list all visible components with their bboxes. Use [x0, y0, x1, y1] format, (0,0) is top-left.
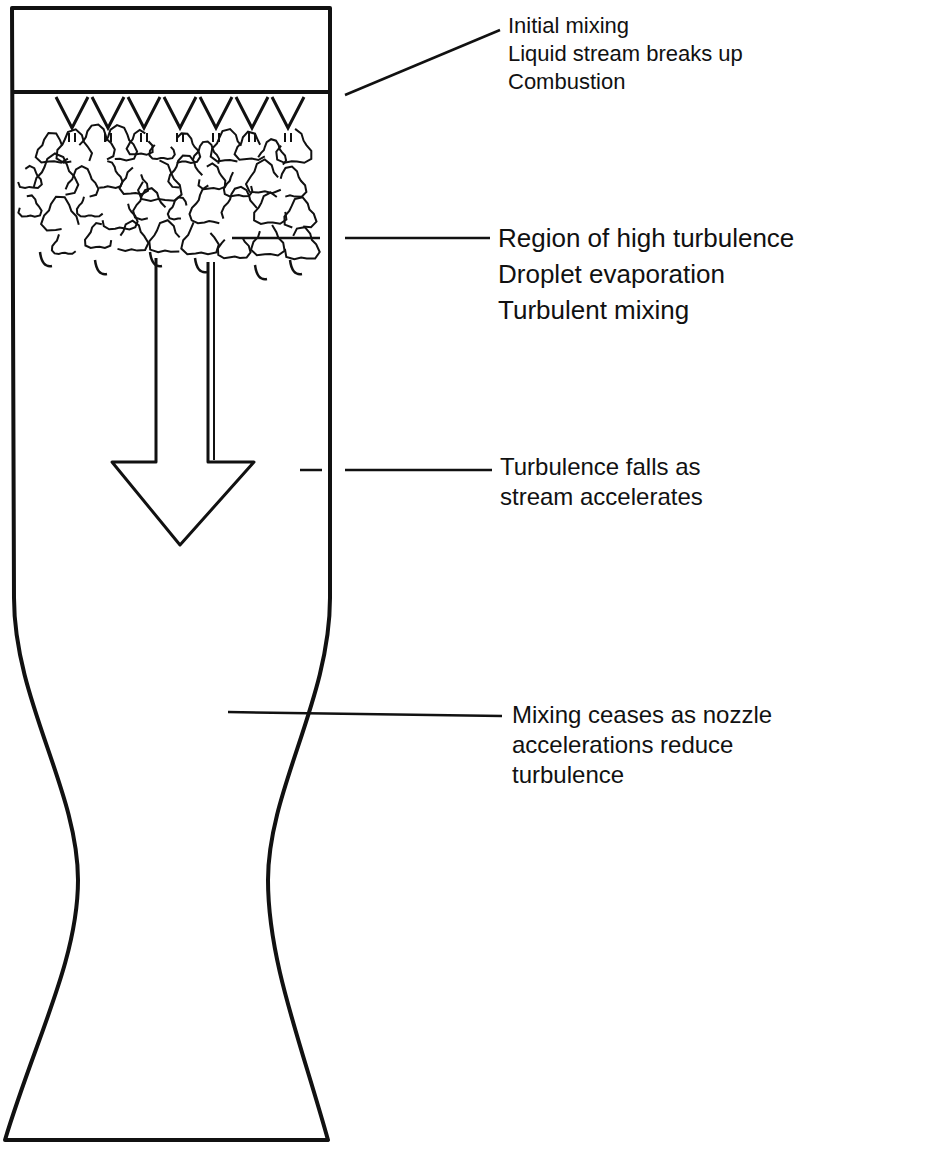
turbulence-curl	[199, 164, 226, 190]
liquid-stream	[146, 133, 148, 142]
turbulence-curl	[120, 167, 149, 194]
liquid-stream	[284, 133, 286, 142]
callout-text: Turbulent mixing	[498, 294, 946, 327]
injector-face	[12, 90, 330, 94]
turbulence-curl	[18, 195, 41, 216]
callout-text: Region of high turbulence	[498, 222, 946, 255]
turbulence-curl	[103, 204, 138, 230]
injector-element	[200, 97, 232, 128]
turbulence-curl	[52, 234, 76, 254]
turbulence-curl	[127, 130, 153, 155]
injector-element	[272, 97, 304, 128]
leader-line	[345, 469, 492, 472]
turbulence-curl	[149, 220, 179, 252]
leader-line	[345, 237, 490, 240]
callout-text: Combustion	[508, 68, 928, 96]
turbulence-tick	[290, 260, 302, 274]
leader-line	[228, 712, 502, 716]
turbulence-curl	[168, 156, 202, 188]
callout-text: Mixing ceases as nozzle accelerations re…	[512, 700, 812, 790]
liquid-stream	[110, 133, 112, 142]
chamber-wall	[5, 8, 330, 1140]
callout-text: Initial mixing	[508, 12, 928, 40]
turbulence-curl	[133, 188, 165, 219]
flow-arrow-line	[213, 262, 215, 460]
turbulence-curl	[276, 129, 311, 163]
injector-element	[56, 97, 88, 128]
turbulence-curl	[118, 221, 149, 251]
injector-element	[92, 97, 124, 128]
callout-text: Droplet evaporation	[498, 258, 946, 291]
turbulence-curl	[149, 145, 174, 159]
liquid-stream	[248, 133, 250, 142]
liquid-stream	[290, 133, 292, 142]
injector-element	[164, 97, 196, 128]
callout-text: Liquid stream breaks up	[508, 40, 928, 68]
turbulence-tick	[40, 252, 52, 266]
turbulence-curl	[285, 227, 320, 259]
flow-arrow	[112, 258, 254, 545]
turbulence-curl	[77, 197, 103, 217]
leader-line	[232, 237, 320, 240]
turbulence-tick	[195, 258, 207, 272]
injector-element	[236, 97, 268, 128]
turbulence-tick	[255, 265, 267, 279]
liquid-stream	[140, 133, 142, 142]
leader-line	[345, 30, 500, 95]
turbulence-curl	[85, 223, 111, 248]
turbulence-curl	[222, 187, 258, 219]
liquid-stream	[74, 133, 76, 142]
leader-line	[300, 469, 322, 472]
turbulence-curl	[168, 197, 187, 219]
turbulence-curl	[251, 225, 285, 255]
turbulence-curl	[254, 193, 286, 224]
turbulence-curl	[138, 160, 182, 201]
turbulence-curl	[34, 154, 79, 195]
turbulence-curl	[284, 197, 316, 227]
liquid-stream	[68, 133, 70, 142]
turbulence-curl	[181, 222, 219, 254]
turbulence-curl	[66, 166, 99, 197]
liquid-stream	[212, 133, 214, 142]
turbulence-curl	[281, 167, 307, 197]
turbulence-curl	[218, 238, 251, 258]
turbulence-curl	[190, 185, 220, 223]
callout-text: Turbulence falls as stream accelerates	[500, 452, 760, 512]
injector-element	[128, 97, 160, 128]
turbulence-curl	[246, 160, 281, 194]
turbulence-tick	[95, 260, 107, 274]
turbulence-curl	[99, 161, 122, 188]
turbulence-curl	[41, 197, 79, 231]
